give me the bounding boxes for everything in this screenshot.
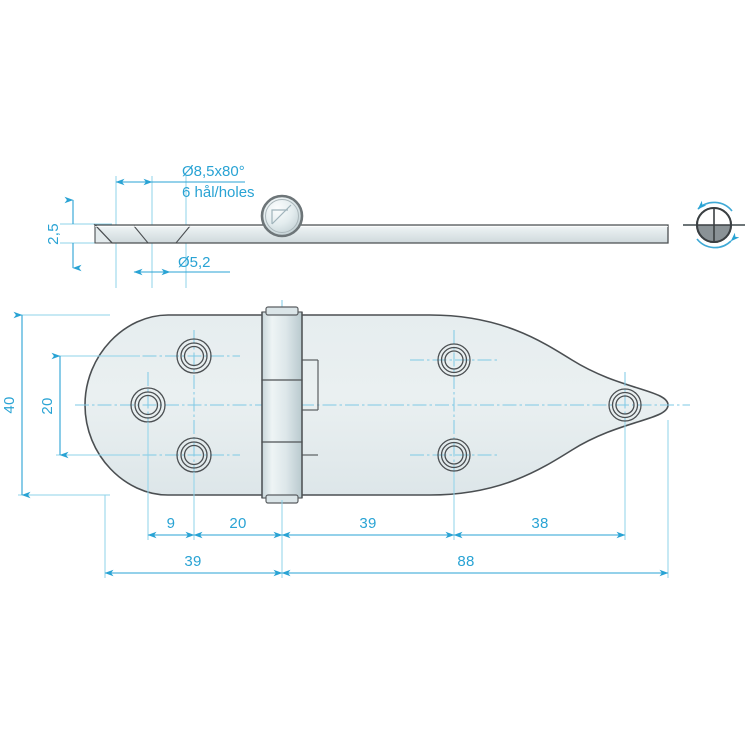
hinge-knuckle xyxy=(261,306,319,504)
hole-lower-right xyxy=(437,438,471,472)
side-plate-body xyxy=(93,223,669,244)
dimension-88-label: 88 xyxy=(457,553,474,570)
overall-height-label: 40 xyxy=(1,396,18,413)
dimension-bore: Ø5,2 xyxy=(133,254,230,276)
dimension-row-1: 9 20 39 38 xyxy=(147,515,626,539)
screw-holes xyxy=(130,338,642,473)
hinge-pin-end-view xyxy=(260,194,304,238)
dimension-9-label: 9 xyxy=(167,515,176,532)
dimension-39-upper: 39 xyxy=(281,515,455,539)
plan-view: 40 20 9 20 xyxy=(1,300,690,578)
hole-upper-left xyxy=(176,338,212,374)
dimension-9: 9 xyxy=(147,515,195,539)
hole-far-right xyxy=(608,388,642,422)
dimension-88: 88 xyxy=(281,553,669,577)
dimension-38-label: 38 xyxy=(531,515,548,532)
dimension-38: 38 xyxy=(453,515,626,539)
dimension-overall-height: 40 xyxy=(1,311,110,499)
thickness-label: 2,5 xyxy=(45,223,62,245)
plan-view-center-lines xyxy=(75,300,690,512)
countersink-label: Ø8,5x80° xyxy=(182,163,245,180)
holes-note-label: 6 hål/holes xyxy=(182,184,255,201)
bore-label: Ø5,2 xyxy=(178,254,211,271)
inner-height-label: 20 xyxy=(39,397,56,414)
dimension-39-lower-label: 39 xyxy=(184,553,201,570)
dimension-thickness: 2,5 xyxy=(45,196,82,272)
hole-upper-right xyxy=(437,343,471,377)
dimension-20: 20 xyxy=(193,515,283,539)
dimension-row-2: 39 88 xyxy=(104,553,669,577)
dimension-39-lower: 39 xyxy=(104,553,283,577)
rotation-symbol xyxy=(683,200,745,249)
plan-dimension-extension-lines xyxy=(104,420,669,578)
dimension-countersink: Ø8,5x80° 6 hål/holes xyxy=(115,163,255,201)
dimension-20-label: 20 xyxy=(229,515,246,532)
dimension-39-upper-label: 39 xyxy=(359,515,376,532)
side-profile-view: 2,5 Ø8,5x80° 6 hål/holes xyxy=(45,163,745,288)
dimension-inner-height: 20 xyxy=(39,352,140,459)
